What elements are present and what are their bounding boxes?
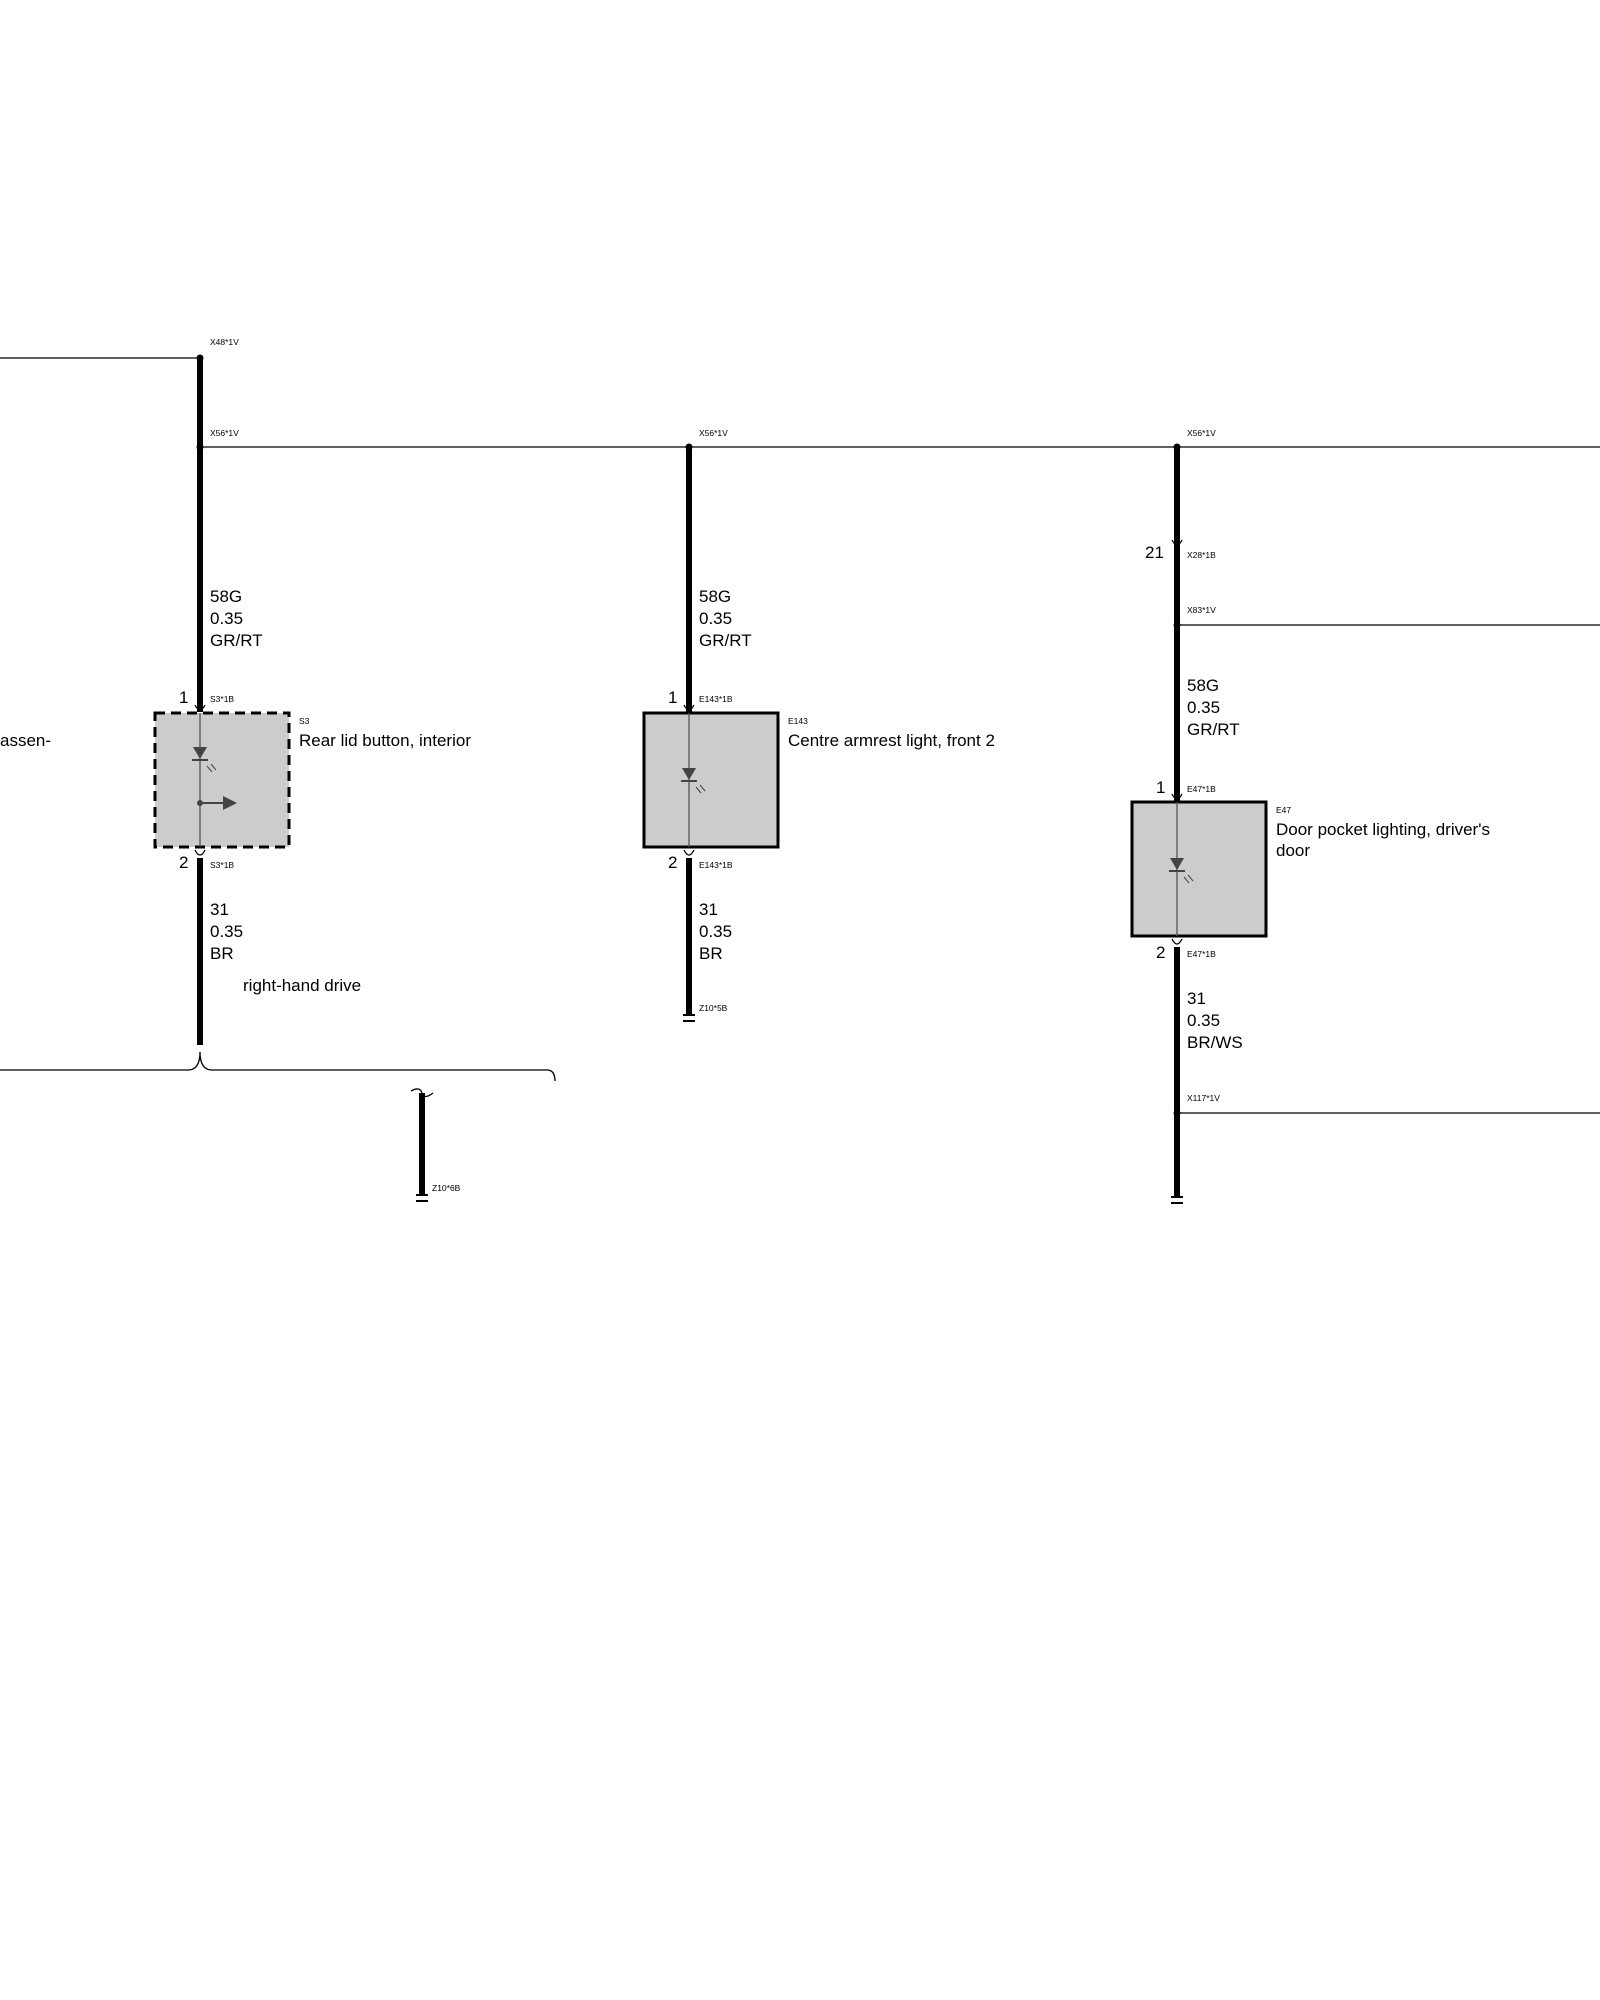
pin-s3-1-fork (194, 704, 206, 711)
component-s3-name: Rear lid button, interior (299, 731, 471, 750)
led-icon (193, 747, 207, 759)
light-emission-icon (695, 784, 706, 794)
wire-s3-top-color: GR/RT (210, 631, 263, 650)
wire-e143-top-signal: 58G (699, 587, 731, 606)
junction-x56-s3 (196, 443, 204, 451)
wire-s3-top-size: 0.35 (210, 609, 243, 628)
wire-e47-bottom-signal: 31 (1187, 989, 1206, 1008)
pin-e47-1-fork (1171, 793, 1183, 800)
pin-e47-2-fork (1171, 938, 1183, 945)
wire-e47-bottom-size: 0.35 (1187, 1011, 1220, 1030)
connector-e47-pin2-label: E47*1B (1187, 949, 1216, 959)
pin-e47-2: 2 (1156, 943, 1165, 962)
wire-e143-bottom-size: 0.35 (699, 922, 732, 941)
component-e47-id: E47 (1276, 805, 1291, 815)
connector-x56-label-3: X56*1V (1187, 428, 1216, 438)
component-s3-box (153, 711, 291, 849)
connector-e47-pin1-label: E47*1B (1187, 784, 1216, 794)
led-icon (1170, 858, 1184, 870)
pin-e143-1: 1 (668, 688, 677, 707)
junction-x56-e143 (685, 443, 693, 451)
connector-x28-label: X28*1B (1187, 550, 1216, 560)
wire-e143-top-color: GR/RT (699, 631, 752, 650)
wire-e47-top-size: 0.35 (1187, 698, 1220, 717)
connector-x48-label: X48*1V (210, 337, 239, 347)
pin-e143-2-fork (683, 849, 695, 856)
circuit-e143: X56*1V 58G 0.35 GR/RT 1 E143*1B E143 Cen… (642, 428, 995, 1022)
cut-off-label: assen- (0, 731, 51, 750)
connector-x117-label: X117*1V (1187, 1093, 1220, 1103)
pin-s3-1: 1 (179, 688, 188, 707)
connector-z10-5b-label: Z10*5B (699, 1003, 728, 1013)
variant-brace (0, 1051, 556, 1082)
connector-e143-pin1-label: E143*1B (699, 694, 733, 704)
connector-x56-label-2: X56*1V (699, 428, 728, 438)
junction-x83 (1173, 621, 1181, 629)
wire-e47-bottom-color: BR/WS (1187, 1033, 1243, 1052)
pin-s3-2: 2 (179, 853, 188, 872)
component-e143-box (642, 711, 780, 849)
connector-x56-label: X56*1V (210, 428, 239, 438)
connector-x83-label: X83*1V (1187, 605, 1216, 615)
junction-x117 (1173, 1109, 1181, 1117)
pin-s3-2-fork (194, 849, 206, 856)
wire-e143-top-size: 0.35 (699, 609, 732, 628)
switch-arrow-icon (223, 796, 237, 810)
component-e143-name: Centre armrest light, front 2 (788, 731, 995, 750)
junction-x48 (196, 354, 204, 362)
component-e47-box (1130, 800, 1268, 938)
pin-e47-1: 1 (1156, 778, 1165, 797)
wire-e143-bottom-color: BR (699, 944, 723, 963)
pin-e143-1-fork (683, 704, 695, 711)
pin-e143-2: 2 (668, 853, 677, 872)
wire-s3-bottom-signal: 31 (210, 900, 229, 919)
wire-s3-top-signal: 58G (210, 587, 242, 606)
component-e47-name-line2: door (1276, 841, 1310, 860)
led-icon (682, 768, 696, 780)
variant-note: right-hand drive (243, 976, 361, 995)
wire-e47-top-signal: 58G (1187, 676, 1219, 695)
component-e143-id: E143 (788, 716, 808, 726)
connector-s3-pin1-label: S3*1B (210, 694, 234, 704)
component-e47-name-line1: Door pocket lighting, driver's (1276, 820, 1490, 839)
wire-s3-bottom-color: BR (210, 944, 234, 963)
pin-x28: 21 (1145, 543, 1164, 562)
connector-z10-6b-label: Z10*6B (432, 1183, 461, 1193)
connector-s3-pin2-label: S3*1B (210, 860, 234, 870)
light-emission-icon (206, 763, 217, 773)
circuit-e47: X56*1V 21 X28*1B X83*1V 58G 0.35 GR/RT 1… (1130, 428, 1490, 1204)
wire-e47-top-color: GR/RT (1187, 720, 1240, 739)
x28-fork (1171, 539, 1183, 546)
wire-e143-bottom-signal: 31 (699, 900, 718, 919)
connector-e143-pin2-label: E143*1B (699, 860, 733, 870)
component-s3-id: S3 (299, 716, 310, 726)
wire-s3-bottom-size: 0.35 (210, 922, 243, 941)
light-emission-icon (1183, 874, 1194, 884)
circuit-s3: X48*1V X56*1V 58G 0.35 GR/RT 1 S3*1B S3 … (0, 337, 556, 1202)
junction-x56-e47 (1173, 443, 1181, 451)
